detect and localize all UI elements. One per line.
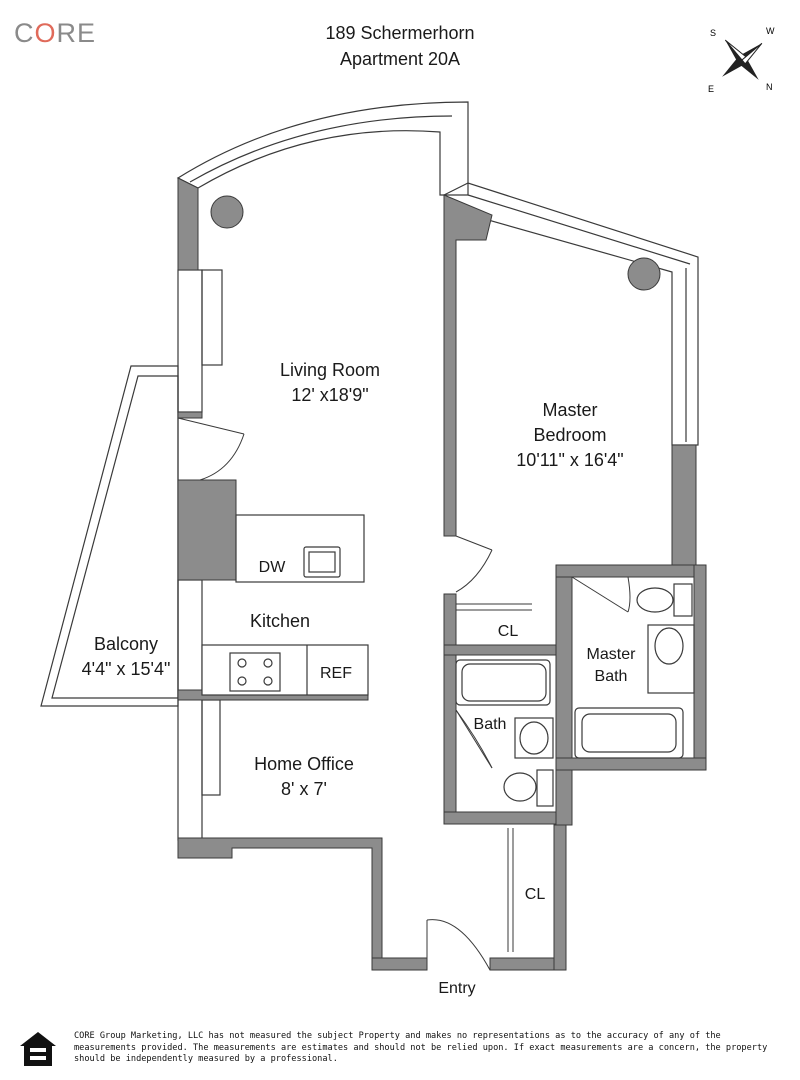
- compass-e: E: [708, 84, 714, 94]
- dishwasher-label: DW: [258, 559, 286, 576]
- living-room-name: Living Room: [279, 360, 381, 380]
- master-bath-line1: Master: [586, 646, 636, 663]
- master-bath-label: Master Bath: [578, 644, 644, 688]
- bath-label: Bath: [473, 716, 507, 733]
- master-bedroom-name1: Master: [542, 400, 598, 420]
- home-office-name: Home Office: [254, 754, 354, 774]
- living-room-label: Living Room 12' x18'9": [230, 358, 430, 408]
- compass-s: S: [710, 28, 716, 38]
- equal-housing-icon: [20, 1032, 56, 1066]
- home-office-label: Home Office 8' x 7': [224, 752, 384, 802]
- closet-label-entry: CL: [524, 886, 546, 903]
- living-room-dims: 12' x18'9": [291, 385, 369, 405]
- refrigerator-label: REF: [320, 665, 352, 682]
- master-bath-line2: Bath: [594, 668, 628, 685]
- kitchen-label: Kitchen: [249, 611, 311, 631]
- home-office-dims: 8' x 7': [281, 779, 327, 799]
- balcony-label: Balcony 4'4" x 15'4": [56, 632, 196, 682]
- master-bedroom-label: Master Bedroom 10'11" x 16'4": [480, 398, 660, 473]
- entry-label: Entry: [438, 980, 476, 997]
- master-bedroom-name2: Bedroom: [533, 425, 607, 445]
- core-logo: CORE: [14, 18, 97, 48]
- apartment-line: Apartment 20A: [339, 49, 461, 69]
- compass-w: W: [766, 26, 775, 36]
- closet-label-bedroom: CL: [497, 623, 519, 640]
- balcony-dims: 4'4" x 15'4": [81, 659, 171, 679]
- disclaimer-text: CORE Group Marketing, LLC has not measur…: [74, 1031, 768, 1064]
- address-line: 189 Schermerhorn: [325, 23, 475, 43]
- page-title: 189 Schermerhorn Apartment 20A: [250, 20, 550, 72]
- balcony-name: Balcony: [93, 634, 159, 654]
- compass-rose-icon: S W E N: [708, 26, 775, 94]
- compass-n: N: [766, 82, 773, 92]
- master-bedroom-dims: 10'11" x 16'4": [516, 450, 624, 470]
